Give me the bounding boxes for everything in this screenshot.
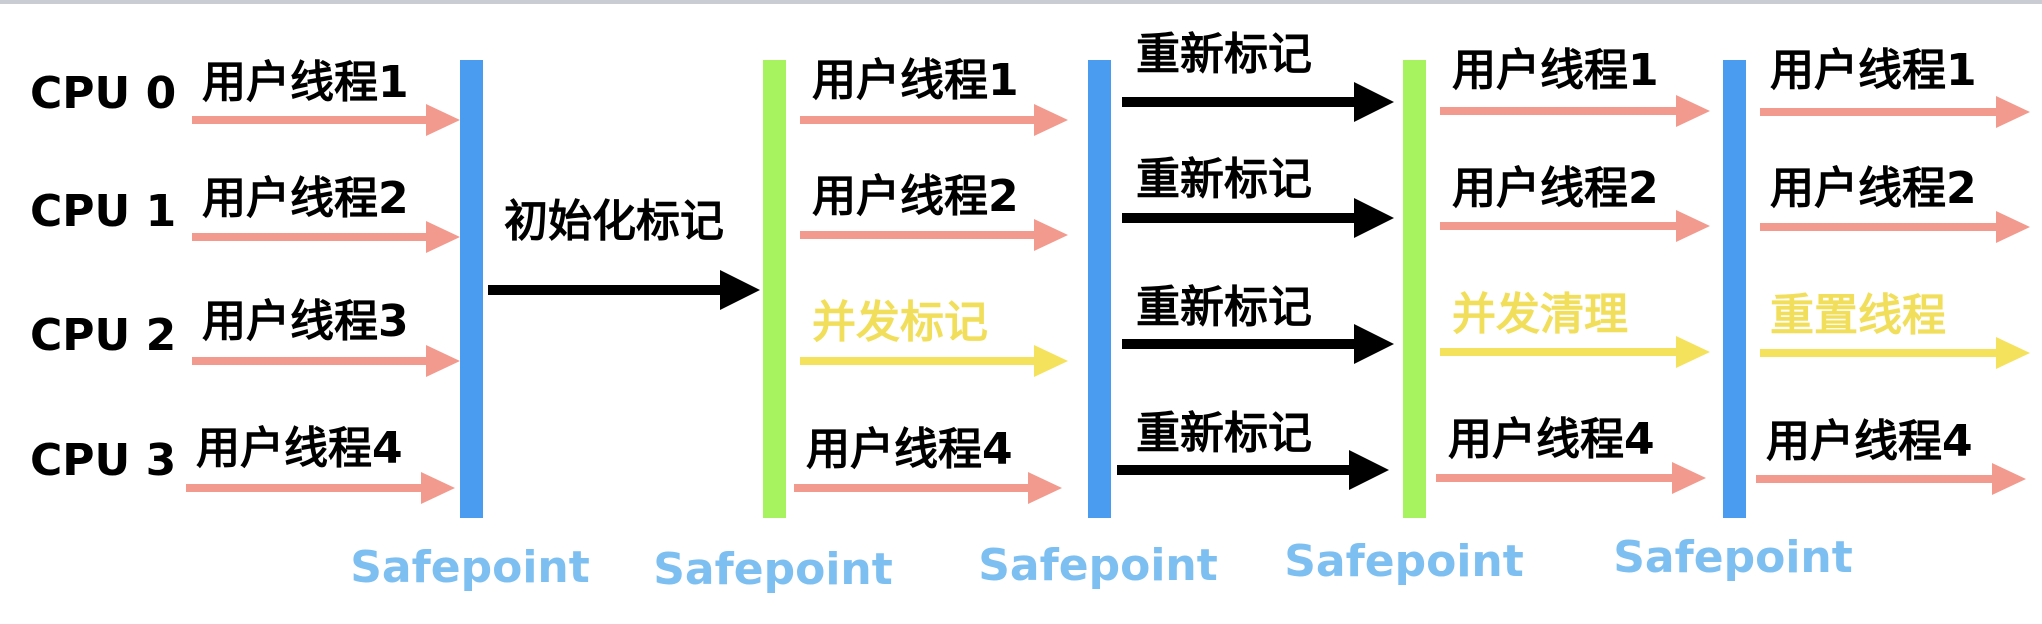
thread-label: 用户线程2 <box>202 173 409 224</box>
thread-label: 用户线程3 <box>202 296 409 347</box>
thread-arrow-head <box>426 221 460 253</box>
thread-arrow-head <box>1676 95 1710 127</box>
safepoint-bar <box>460 60 483 518</box>
thread-arrow-head <box>1349 450 1389 490</box>
thread-label: 重新标记 <box>1136 282 1312 333</box>
thread-label: 用户线程1 <box>202 57 409 108</box>
thread-arrow-head <box>1034 219 1068 251</box>
safepoint-label: Safepoint <box>1613 532 1853 583</box>
initial-mark-arrow-head <box>720 270 760 310</box>
thread-label: 用户线程2 <box>1770 163 1977 214</box>
thread-label: 用户线程4 <box>1448 414 1655 465</box>
thread-arrow-head <box>1996 337 2030 369</box>
safepoint-bar <box>1403 60 1426 518</box>
safepoint-label: Safepoint <box>350 542 590 593</box>
thread-label: 重新标记 <box>1136 408 1312 459</box>
thread-arrow-head <box>426 104 460 136</box>
thread-label: 并发清理 <box>1452 289 1628 340</box>
thread-arrow-head <box>1034 345 1068 377</box>
thread-arrow-head <box>1354 198 1394 238</box>
thread-arrow-head <box>1996 96 2030 128</box>
thread-arrow-head <box>1028 472 1062 504</box>
thread-arrow-head <box>1354 324 1394 364</box>
thread-arrow-head <box>1672 462 1706 494</box>
safepoint-label: Safepoint <box>978 540 1218 591</box>
safepoint-bar <box>1088 60 1111 518</box>
thread-arrow-head <box>1996 211 2030 243</box>
safepoint-bar <box>763 60 786 518</box>
safepoint-bar <box>1723 60 1746 518</box>
safepoint-label: Safepoint <box>1284 536 1524 587</box>
thread-arrow-head <box>421 472 455 504</box>
thread-label: 用户线程2 <box>812 171 1019 222</box>
thread-label: 重新标记 <box>1136 154 1312 205</box>
thread-label: 用户线程2 <box>1452 163 1659 214</box>
cpu-label: CPU 3 <box>30 435 176 486</box>
thread-arrow-head <box>1676 210 1710 242</box>
thread-label: 用户线程4 <box>1766 416 1973 467</box>
safepoint-label: Safepoint <box>653 544 893 595</box>
thread-label: 并发标记 <box>812 297 988 348</box>
thread-arrow-head <box>1354 82 1394 122</box>
top-border <box>0 0 2042 4</box>
thread-arrow-head <box>1676 336 1710 368</box>
thread-label: 用户线程4 <box>196 423 403 474</box>
thread-label: 重新标记 <box>1136 29 1312 80</box>
thread-label: 重置线程 <box>1770 290 1946 341</box>
initial-mark-label: 初始化标记 <box>504 196 724 247</box>
cpu-label: CPU 1 <box>30 186 176 237</box>
thread-label: 用户线程1 <box>812 55 1019 106</box>
cpu-label: CPU 2 <box>30 310 176 361</box>
thread-arrow-head <box>426 345 460 377</box>
cpu-label: CPU 0 <box>30 68 176 119</box>
thread-arrow-head <box>1034 104 1068 136</box>
thread-label: 用户线程1 <box>1452 45 1659 96</box>
thread-label: 用户线程1 <box>1770 45 1977 96</box>
thread-arrow-head <box>1992 463 2026 495</box>
thread-label: 用户线程4 <box>806 424 1013 475</box>
